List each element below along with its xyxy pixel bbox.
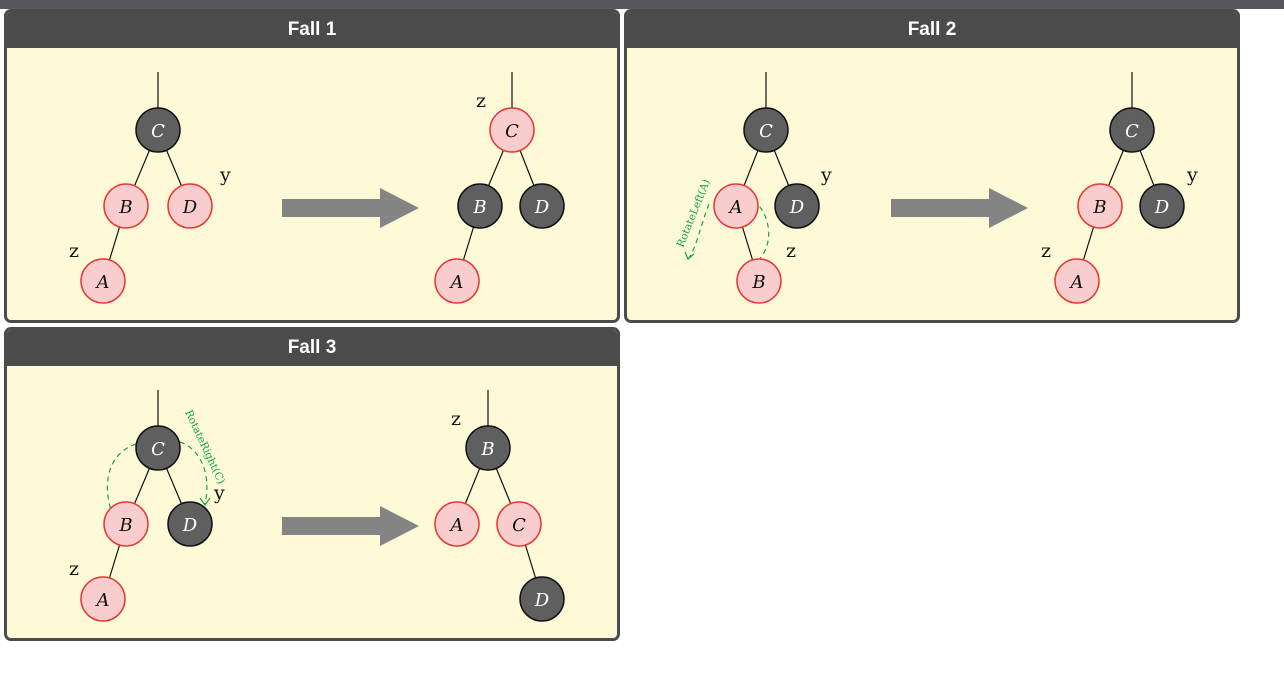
node-a: A [80,576,126,622]
svg-text:D: D [1154,197,1170,218]
label-z: z [69,558,79,580]
node-b: B [457,183,503,229]
top-toolbar-strip [0,0,1284,9]
svg-text:D: D [182,515,198,536]
node-d: D [519,183,565,229]
svg-text:D: D [534,197,550,218]
label-y: y [1186,164,1198,186]
svg-text:A: A [728,197,743,218]
node-c: C [489,107,535,153]
panel-fall-1: Fall 1 C B D A y z [4,9,620,323]
node-a: A [434,501,480,547]
node-a: A [1054,258,1100,304]
node-b: B [465,425,511,471]
diagram-fall-1: C B D A y z [69,72,565,304]
tree-before: RotateLeft(A) C A D B y z [675,72,832,304]
panel-fall-2: Fall 2 RotateLeft(A) C A D [624,9,1240,323]
rotate-left-arc-lower [688,203,710,259]
node-c: C [135,425,181,471]
svg-text:C: C [151,439,165,460]
label-z: z [69,240,79,262]
node-c: C [743,107,789,153]
svg-text:C: C [1125,121,1139,142]
node-d: D [774,183,820,229]
transform-arrow [282,188,419,228]
panel-title: Fall 1 [7,12,617,48]
diagram-fall-2: RotateLeft(A) C A D B y z [675,72,1198,304]
svg-text:A: A [449,515,464,536]
svg-text:B: B [1092,197,1106,218]
label-y: y [219,164,231,186]
node-d: D [519,576,565,622]
label-z: z [476,90,486,112]
svg-text:D: D [182,197,198,218]
node-c: C [135,107,181,153]
node-b: B [103,183,149,229]
panel-fall-3: Fall 3 RotateRight(C) C B D [4,327,620,641]
svg-text:C: C [151,121,165,142]
svg-text:B: B [118,197,132,218]
svg-text:B: B [480,439,494,460]
tree-before: C B D A y z [69,72,231,304]
svg-text:B: B [751,272,765,293]
node-a: A [434,258,480,304]
panel-title: Fall 3 [7,330,617,366]
label-z: z [786,240,796,262]
node-a: A [80,258,126,304]
svg-text:A: A [449,272,464,293]
tree-after: C B D A y z [1041,72,1198,304]
svg-text:A: A [1069,272,1084,293]
svg-text:C: C [759,121,773,142]
tree-before: RotateRight(C) C B D A y z [69,390,227,622]
arrowhead-icon [684,251,695,260]
rotate-right-arc-left [106,443,137,511]
node-c: C [1109,107,1155,153]
node-c: C [496,501,542,547]
svg-text:A: A [95,272,110,293]
svg-text:D: D [789,197,805,218]
node-d: D [1139,183,1185,229]
node-d: D [167,501,213,547]
tree-after: C B D A z [434,72,565,304]
svg-text:D: D [534,590,550,611]
node-b: B [1077,183,1123,229]
svg-text:B: B [118,515,132,536]
arrowhead-icon [199,497,211,507]
node-d: D [167,183,213,229]
transform-arrow [282,506,419,546]
panel-title: Fall 2 [627,12,1237,48]
rotate-left-label: RotateLeft(A) [675,178,713,249]
svg-text:A: A [95,590,110,611]
node-a: A [713,183,759,229]
label-z: z [1041,240,1051,262]
label-y: y [820,164,832,186]
label-z: z [451,408,461,430]
node-b: B [736,258,782,304]
node-b: B [103,501,149,547]
diagram-fall-3: RotateRight(C) C B D A y z [69,390,565,622]
rotate-right-arc-right [179,441,208,505]
transform-arrow [891,188,1028,228]
tree-after: B A C D z [434,390,565,622]
label-y: y [213,482,225,504]
svg-text:B: B [472,197,486,218]
svg-text:C: C [505,121,519,142]
svg-text:C: C [512,515,526,536]
